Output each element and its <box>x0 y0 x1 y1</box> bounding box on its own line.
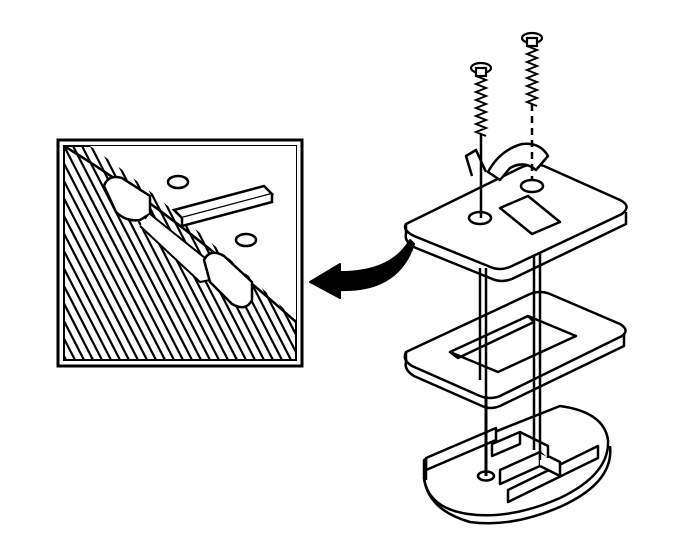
guide-rods <box>478 238 542 476</box>
seal-gasket <box>403 290 627 410</box>
hatch-line <box>64 213 139 360</box>
detail-tab-lower <box>202 251 254 309</box>
hatch-line <box>64 178 157 360</box>
hatch-line <box>64 266 112 360</box>
hatch-line <box>0 146 39 360</box>
hatch-line <box>0 146 21 360</box>
hatch-line <box>0 146 12 360</box>
hatch-line <box>64 318 85 360</box>
hatch-line <box>64 353 67 360</box>
hatch-line <box>0 146 30 360</box>
detail-inset <box>0 138 453 368</box>
hatch-line <box>81 146 193 360</box>
detail-hole-top <box>166 174 190 190</box>
hatch-line <box>0 146 57 360</box>
hatch-line <box>64 301 94 360</box>
base-bracket <box>422 404 612 525</box>
hatch-line <box>343 146 453 360</box>
hatch-line <box>0 146 48 360</box>
screw-right <box>520 31 544 180</box>
hatch-line <box>64 248 121 360</box>
screw-left <box>469 61 493 218</box>
hatch-line <box>298 146 408 360</box>
hatch-line <box>72 146 184 360</box>
hatch-line <box>64 161 166 360</box>
hatch-line <box>64 146 175 360</box>
detail-plane-edge <box>64 146 296 323</box>
hatch-line <box>64 283 103 360</box>
hatch-line <box>64 231 130 360</box>
detail-hole-bottom <box>234 232 258 248</box>
hatch-line <box>0 146 3 360</box>
hatch-line <box>288 146 296 163</box>
hatch-line <box>64 196 148 360</box>
hatch-line <box>325 146 435 360</box>
top-plate <box>403 142 628 283</box>
detail-callout-arrow-icon <box>309 239 415 299</box>
